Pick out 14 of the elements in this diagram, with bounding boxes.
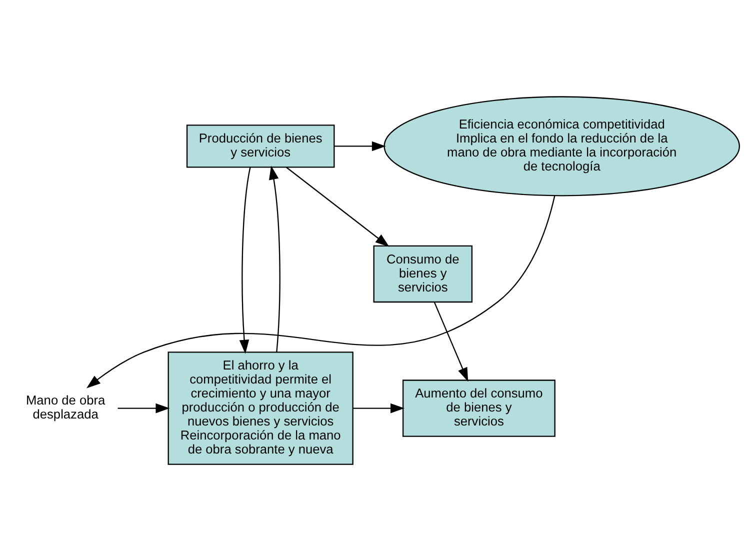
arrow — [334, 140, 386, 151]
arrow — [118, 402, 170, 413]
arrow — [268, 165, 280, 352]
node-text: Mano de obra desplazada — [26, 392, 106, 422]
node-ellipse: Eficiencia económica competitividad Implica en el fondo la reducción de la mano de obra mediante la incorporación de tecnología — [384, 96, 740, 196]
node-box: Aumento del consumo de bienes y servicios — [402, 379, 556, 436]
node-box: El ahorro y la competitividad permite el crecimiento y una mayor producción o producción de nuevos bienes y servicios Reincorporación de la mano de obra sobrante y nueva — [168, 351, 354, 464]
arrow — [434, 301, 468, 382]
arrow — [86, 195, 556, 388]
arrow — [239, 166, 251, 354]
arrow — [286, 166, 390, 246]
node-box: Consumo de bienes y servicios — [373, 244, 473, 302]
node-box: Producción de bienes y servicios — [186, 124, 335, 168]
arrow — [353, 402, 405, 413]
